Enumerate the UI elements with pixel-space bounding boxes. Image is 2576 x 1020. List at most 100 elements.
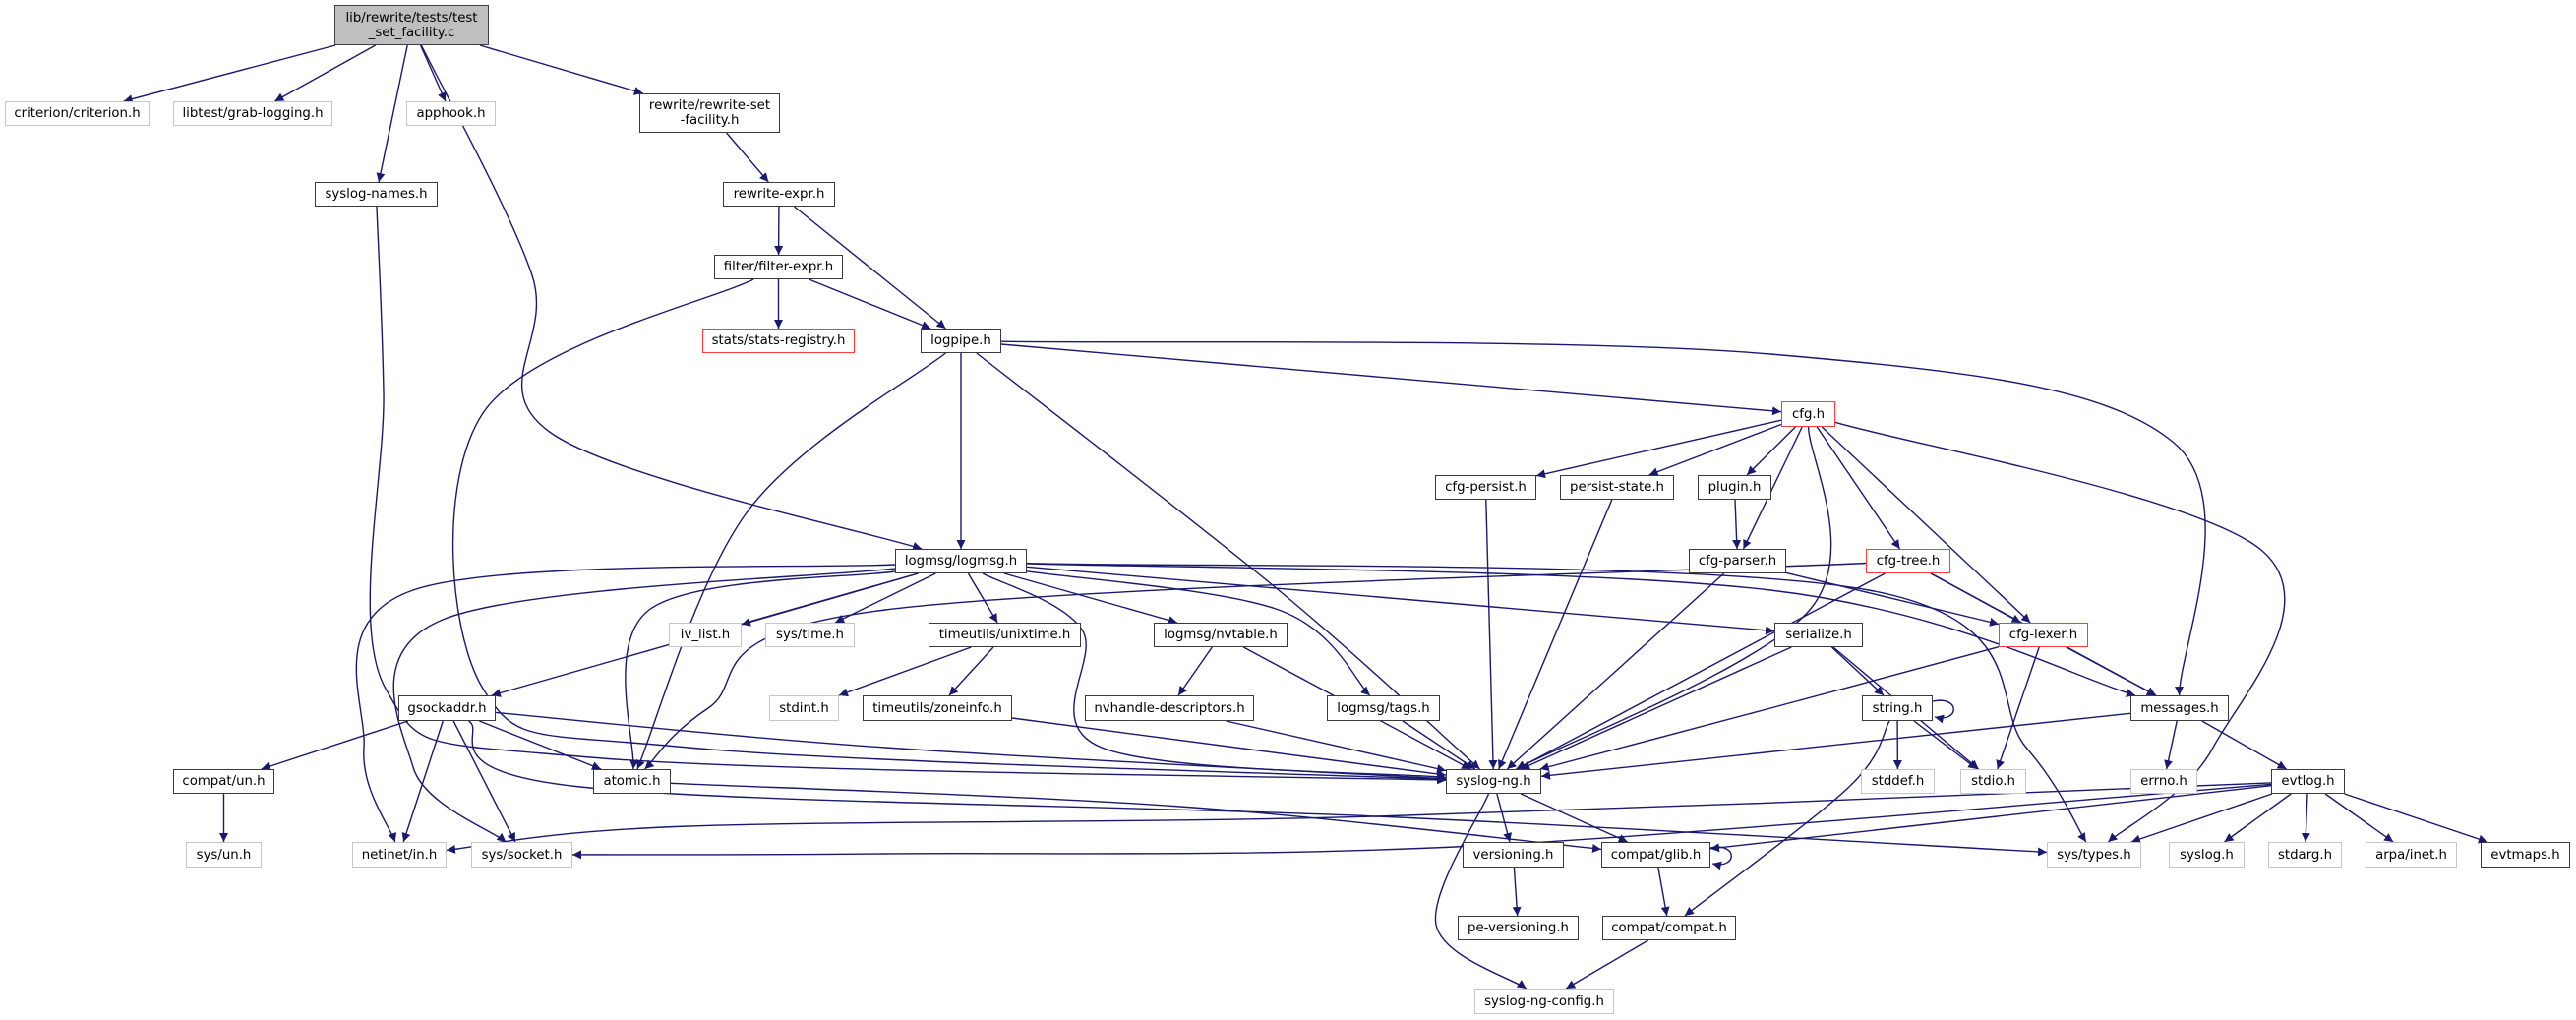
node-label: lib/rewrite/tests/test _set_facility.c bbox=[345, 10, 478, 40]
node-label: stdint.h bbox=[779, 700, 829, 716]
node-stdio[interactable]: stdio.h bbox=[1960, 769, 2026, 794]
node-compatcompat[interactable]: compat/compat.h bbox=[1602, 916, 1736, 940]
node-cfgtree[interactable]: cfg-tree.h bbox=[1866, 549, 1950, 573]
node-label: cfg-parser.h bbox=[1698, 554, 1777, 569]
node-grablogging[interactable]: libtest/grab-logging.h bbox=[173, 101, 332, 126]
node-compatglib[interactable]: compat/glib.h bbox=[1601, 842, 1710, 868]
node-zoneinfo[interactable]: timeutils/zoneinfo.h bbox=[863, 695, 1012, 721]
node-label: syslog-names.h bbox=[325, 187, 428, 202]
node-label: rewrite-expr.h bbox=[733, 187, 825, 202]
edge-cfgparser-to-cfglexer bbox=[1785, 571, 2000, 627]
node-statsreg[interactable]: stats/stats-registry.h bbox=[702, 329, 855, 353]
node-logmsg[interactable]: logmsg/logmsg.h bbox=[895, 549, 1027, 573]
node-label: rewrite/rewrite-set -facility.h bbox=[648, 98, 771, 128]
node-filterexpr[interactable]: filter/filter-expr.h bbox=[714, 255, 843, 279]
edge-gsockaddr-to-syssocket bbox=[452, 720, 516, 843]
node-evtmaps[interactable]: evtmaps.h bbox=[2481, 842, 2570, 868]
node-stdarg[interactable]: stdarg.h bbox=[2268, 842, 2342, 868]
node-evtlog[interactable]: evtlog.h bbox=[2271, 769, 2345, 794]
node-string[interactable]: string.h bbox=[1862, 695, 1933, 721]
edge-unixtime-to-zoneinfo bbox=[948, 646, 994, 696]
node-criterion[interactable]: criterion/criterion.h bbox=[5, 101, 150, 126]
node-peversioning[interactable]: pe-versioning.h bbox=[1458, 916, 1579, 940]
edge-syslogng-to-syslogngconfig bbox=[1434, 793, 1528, 990]
edge-evtlog-to-syslogh bbox=[2224, 793, 2292, 843]
edge-evtlog-to-arpainet bbox=[2324, 793, 2394, 843]
node-serialize[interactable]: serialize.h bbox=[1774, 623, 1863, 647]
node-label: syslog-ng.h bbox=[1456, 774, 1531, 789]
node-rsf[interactable]: rewrite/rewrite-set -facility.h bbox=[639, 93, 780, 133]
node-gsockaddr[interactable]: gsockaddr.h bbox=[398, 695, 496, 721]
edge-gsockaddr-to-compatun bbox=[261, 720, 409, 771]
edge-logmsg-to-systypes bbox=[1026, 562, 2087, 843]
node-label: evtmaps.h bbox=[2490, 847, 2560, 863]
node-label: versioning.h bbox=[1472, 847, 1554, 863]
node-arpainet[interactable]: arpa/inet.h bbox=[2366, 842, 2457, 868]
node-syslogh[interactable]: syslog.h bbox=[2169, 842, 2245, 868]
node-cfg[interactable]: cfg.h bbox=[1781, 401, 1835, 427]
node-syslognames[interactable]: syslog-names.h bbox=[315, 182, 438, 207]
edge-evtlog-to-evtmaps bbox=[2344, 793, 2488, 844]
node-label: stdio.h bbox=[1971, 774, 2015, 789]
node-cfglexer[interactable]: cfg-lexer.h bbox=[1999, 623, 2088, 647]
edge-logpipe-to-cfg bbox=[1000, 343, 1782, 416]
node-nvhandle[interactable]: nvhandle-descriptors.h bbox=[1085, 695, 1254, 721]
node-logpipe[interactable]: logpipe.h bbox=[921, 329, 1001, 353]
edge-gsockaddr-to-atomic bbox=[479, 720, 602, 770]
edge-gsockaddr-to-systypes bbox=[468, 720, 2048, 857]
node-cfgpersist[interactable]: cfg-persist.h bbox=[1435, 475, 1536, 500]
node-errno[interactable]: errno.h bbox=[2130, 769, 2197, 794]
node-label: compat/un.h bbox=[182, 774, 266, 789]
node-label: logmsg/nvtable.h bbox=[1164, 628, 1278, 642]
node-systime[interactable]: sys/time.h bbox=[765, 623, 855, 647]
edge-cfgpersist-to-syslogng bbox=[1485, 499, 1498, 770]
edge-logmsg-to-nvtable bbox=[1003, 572, 1178, 625]
node-systypes[interactable]: sys/types.h bbox=[2047, 842, 2141, 868]
node-netinet[interactable]: netinet/in.h bbox=[352, 842, 447, 868]
node-label: apphook.h bbox=[416, 106, 486, 121]
node-ivlist[interactable]: iv_list.h bbox=[669, 623, 742, 647]
edge-zoneinfo-to-syslogng bbox=[1011, 717, 1447, 779]
node-sysun[interactable]: sys/un.h bbox=[186, 842, 262, 868]
edge-string-to-compatcompat bbox=[1684, 720, 1890, 917]
edge-syslogng-to-versioning bbox=[1496, 793, 1513, 843]
node-syslogngconfig[interactable]: syslog-ng-config.h bbox=[1474, 989, 1614, 1014]
node-label: stdarg.h bbox=[2277, 847, 2333, 863]
node-versioning[interactable]: versioning.h bbox=[1463, 842, 1564, 868]
node-apphook[interactable]: apphook.h bbox=[406, 101, 496, 126]
node-unixtime[interactable]: timeutils/unixtime.h bbox=[929, 623, 1081, 647]
edge-root-to-syslognames bbox=[376, 44, 408, 183]
edge-cfgtree-to-atomic bbox=[644, 562, 1867, 770]
node-label: filter/filter-expr.h bbox=[723, 260, 834, 274]
edge-gsockaddr-to-syslogng bbox=[495, 711, 1447, 783]
edge-cfg-to-cfglexer bbox=[1821, 426, 2031, 624]
node-persiststate[interactable]: persist-state.h bbox=[1560, 475, 1674, 500]
edge-cfg-to-plugin bbox=[1746, 426, 1796, 476]
node-atomic[interactable]: atomic.h bbox=[593, 769, 671, 794]
node-messages[interactable]: messages.h bbox=[2130, 695, 2229, 721]
node-nvtable[interactable]: logmsg/nvtable.h bbox=[1154, 623, 1288, 647]
edge-logmsg-to-tags bbox=[1026, 570, 1371, 696]
node-label: netinet/in.h bbox=[361, 847, 438, 863]
node-rewriteexpr[interactable]: rewrite-expr.h bbox=[723, 182, 835, 207]
node-syslogng[interactable]: syslog-ng.h bbox=[1446, 769, 1541, 794]
node-label: serialize.h bbox=[1785, 628, 1852, 642]
node-stdint[interactable]: stdint.h bbox=[769, 695, 839, 721]
edge-cfgtree-to-syslogng bbox=[1516, 572, 1886, 770]
node-label: stddef.h bbox=[1871, 774, 1925, 789]
node-tags[interactable]: logmsg/tags.h bbox=[1327, 695, 1440, 721]
node-label: stats/stats-registry.h bbox=[711, 333, 846, 348]
node-cfgparser[interactable]: cfg-parser.h bbox=[1689, 549, 1786, 573]
node-label: logmsg/logmsg.h bbox=[904, 554, 1018, 569]
edge-unixtime-to-stdint bbox=[838, 646, 972, 697]
node-syssocket[interactable]: sys/socket.h bbox=[471, 842, 572, 868]
edge-cfglexer-to-syslogng bbox=[1539, 646, 2000, 772]
edge-logpipe-to-atomic bbox=[636, 352, 946, 770]
node-plugin[interactable]: plugin.h bbox=[1698, 475, 1771, 500]
node-compatun[interactable]: compat/un.h bbox=[173, 769, 274, 794]
node-root[interactable]: lib/rewrite/tests/test _set_facility.c bbox=[334, 5, 489, 45]
node-stddef[interactable]: stddef.h bbox=[1861, 769, 1935, 794]
edge-plugin-to-cfgparser bbox=[1732, 499, 1742, 550]
node-label: compat/glib.h bbox=[1610, 847, 1702, 863]
